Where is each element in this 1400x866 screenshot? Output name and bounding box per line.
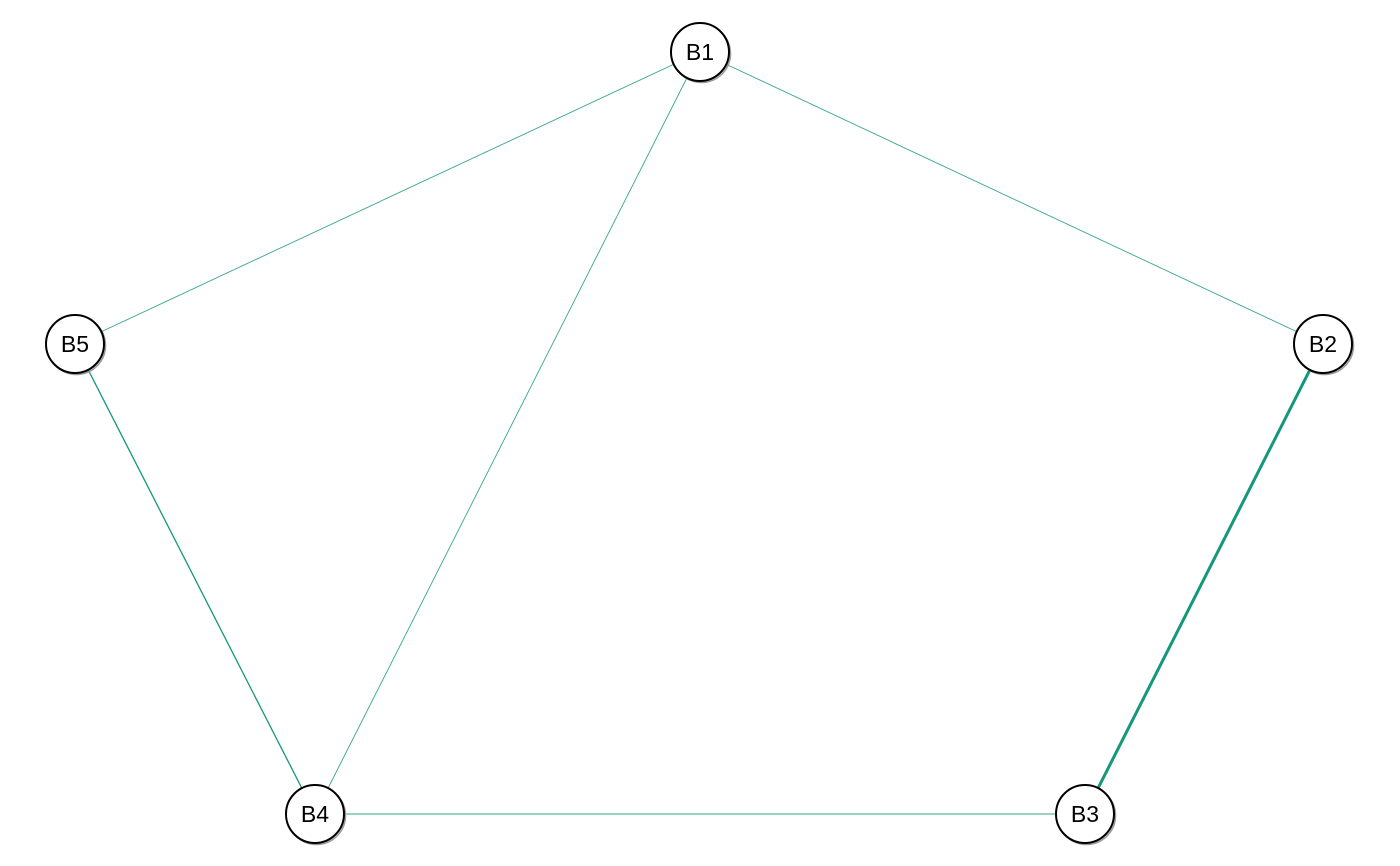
edge-b1-b2 bbox=[699, 51, 1324, 345]
node-label: B4 bbox=[301, 801, 329, 827]
node-b2: B2 bbox=[1293, 314, 1355, 376]
edge-b5-b4 bbox=[74, 343, 316, 815]
node-b4: B4 bbox=[285, 784, 347, 846]
edges-layer bbox=[74, 51, 1325, 815]
node-label: B3 bbox=[1071, 801, 1099, 827]
node-circle bbox=[1055, 784, 1115, 844]
node-b1: B1 bbox=[670, 22, 732, 84]
edge-b1-b4 bbox=[314, 51, 701, 815]
edge-b1-b5 bbox=[74, 51, 701, 345]
node-circle bbox=[45, 314, 105, 374]
node-b3: B3 bbox=[1055, 784, 1117, 846]
node-circle bbox=[670, 22, 730, 82]
node-b5: B5 bbox=[45, 314, 107, 376]
node-circle bbox=[1293, 314, 1353, 374]
edge-b2-b3 bbox=[1083, 343, 1325, 815]
node-label: B1 bbox=[686, 39, 714, 65]
node-label: B2 bbox=[1309, 331, 1337, 357]
node-label: B5 bbox=[61, 331, 89, 357]
node-circle bbox=[285, 784, 345, 844]
